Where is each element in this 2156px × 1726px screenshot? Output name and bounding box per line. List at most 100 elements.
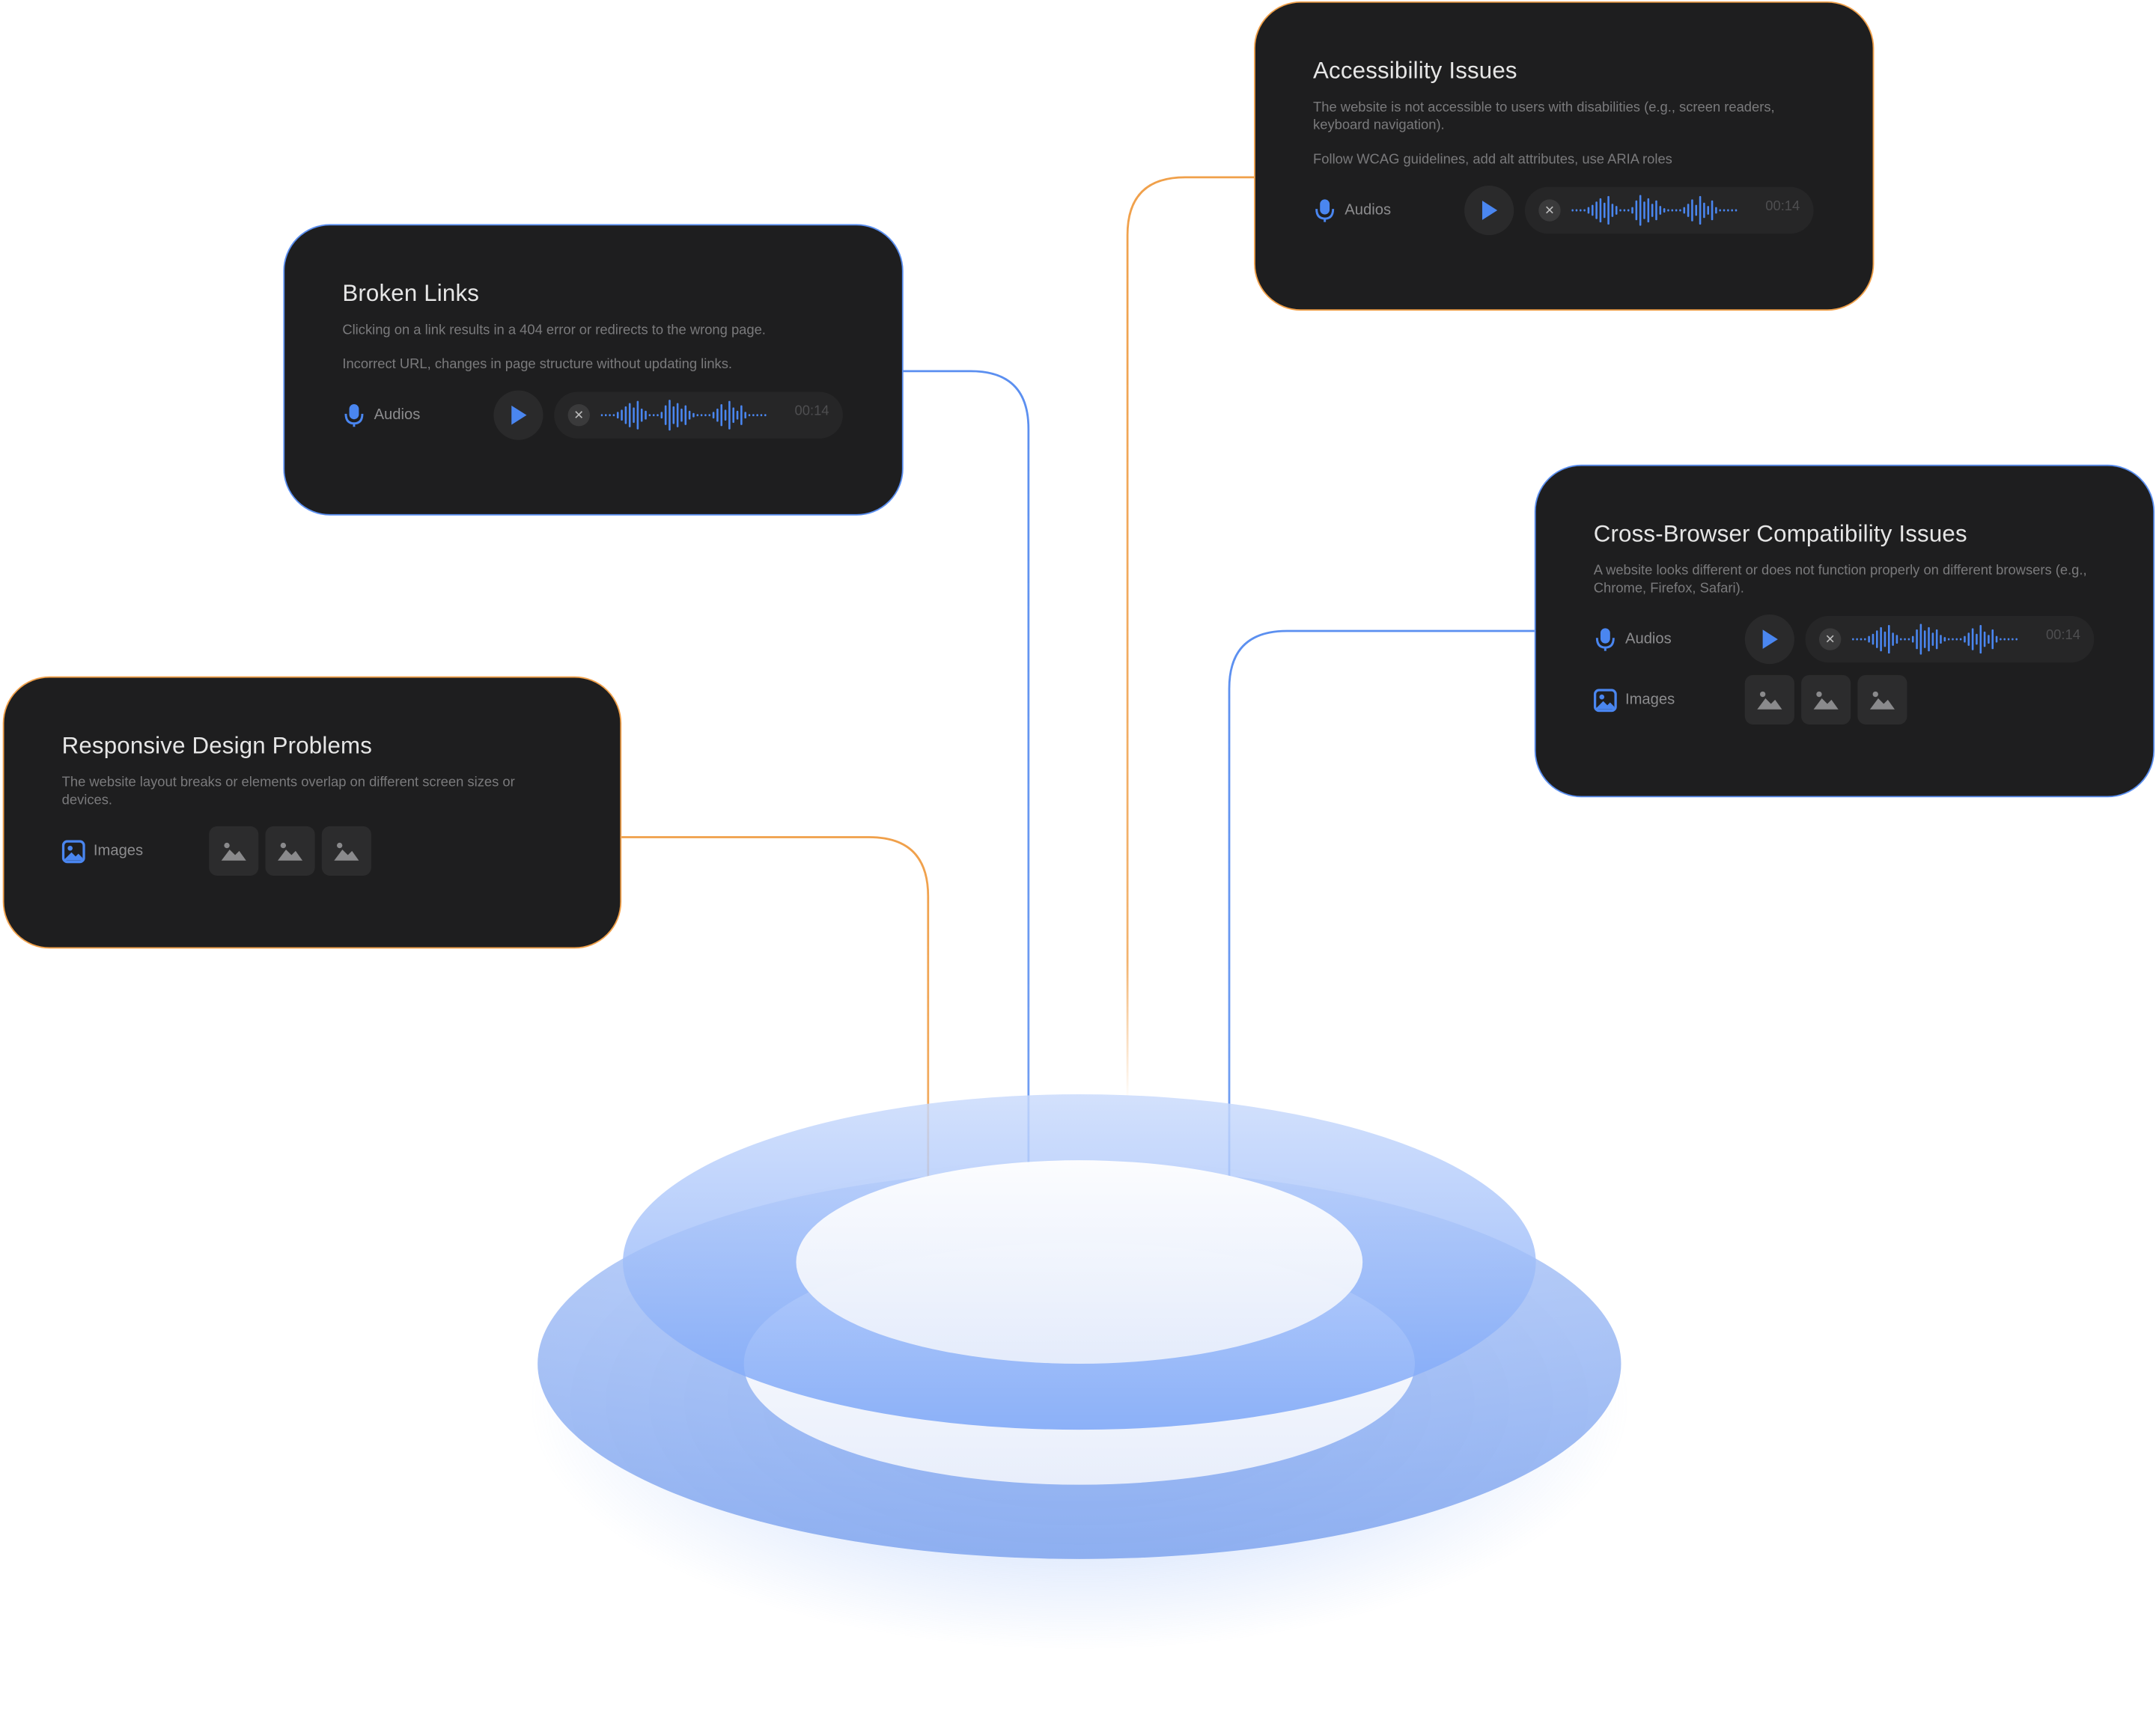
waveform-bar <box>1631 207 1633 214</box>
close-icon[interactable]: ✕ <box>1818 628 1842 650</box>
play-icon <box>1482 201 1498 220</box>
waveform-bar <box>716 408 719 422</box>
audio-player[interactable]: ✕ 00:14 <box>554 391 843 439</box>
play-button[interactable] <box>1744 615 1794 665</box>
audio-player[interactable]: ✕ 00:14 <box>1805 615 2095 663</box>
audio-time: 00:14 <box>1765 198 1800 214</box>
waveform-bar <box>1727 209 1729 212</box>
waveform-bar <box>1988 635 1990 644</box>
waveform-bar <box>1995 635 1998 643</box>
audio-row: Audios ✕ 00:14 <box>342 390 844 440</box>
waveform-bar <box>1935 629 1938 650</box>
waveform-bar <box>1880 626 1882 652</box>
waveform-bar <box>612 414 615 417</box>
waveform-bar <box>1715 207 1717 214</box>
image-thumbnail[interactable] <box>265 826 315 876</box>
card-title: Cross-Browser Compatibility Issues <box>1593 521 1967 548</box>
audio-player[interactable]: ✕ 00:14 <box>1524 186 1814 234</box>
waveform-bar <box>1868 635 1870 643</box>
waveform-bar <box>1591 204 1594 216</box>
images-row: Images <box>61 826 563 876</box>
close-icon[interactable]: ✕ <box>567 403 590 427</box>
waveform-bar <box>1955 638 1958 641</box>
waveform-bar <box>740 405 743 425</box>
waveform-bar <box>657 414 659 417</box>
waveform-bar <box>684 405 687 425</box>
waveform-bar <box>628 403 631 427</box>
microphone-icon <box>342 403 365 427</box>
waveform-bar <box>1947 638 1950 641</box>
waveform-bar <box>645 410 647 420</box>
waveform-bar <box>660 412 663 419</box>
waveform-bar <box>1699 195 1702 225</box>
waveform-bar <box>1976 633 1978 645</box>
waveform-bar <box>1719 209 1721 212</box>
waveform <box>600 400 767 431</box>
waveform-bar <box>708 414 711 417</box>
waveform-bar <box>1580 209 1582 212</box>
waveform-bar <box>1964 635 1966 643</box>
waveform-bar <box>1659 206 1662 215</box>
waveform-bar <box>1916 629 1918 650</box>
image-thumbnail[interactable] <box>1857 674 1907 725</box>
image-thumbnail[interactable] <box>209 826 259 876</box>
play-button[interactable] <box>1464 185 1514 236</box>
image-thumbnail[interactable] <box>1744 674 1794 725</box>
waveform-bar <box>760 414 763 417</box>
waveform-bar <box>676 403 679 427</box>
connector-cross-browser <box>1228 629 1535 1306</box>
waveform-bar <box>1979 624 1982 654</box>
waveform-bar <box>1619 209 1621 212</box>
waveform-bar <box>1683 207 1686 214</box>
waveform-bar <box>752 414 755 417</box>
waveform-bar <box>1919 623 1922 655</box>
microphone-icon <box>1594 627 1617 652</box>
audio-label: Audios <box>1345 201 1392 219</box>
waveform-bar <box>744 412 746 419</box>
waveform-bar <box>2007 638 2010 641</box>
image-thumbnails <box>1744 674 1907 725</box>
card-title: Broken Links <box>342 280 480 307</box>
waveform-bar <box>756 414 758 417</box>
waveform-bar <box>1695 204 1698 216</box>
waveform-bar <box>1635 200 1638 221</box>
waveform-bar <box>1627 209 1630 212</box>
image-placeholder-icon <box>278 842 303 861</box>
waveform-bar <box>1707 206 1710 215</box>
waveform-bar <box>736 410 739 420</box>
waveform-bar <box>2000 638 2002 641</box>
waveform-bar <box>1931 632 1934 646</box>
waveform-bar <box>1651 204 1654 217</box>
waveform-bar <box>1852 638 1854 641</box>
waveform-bar <box>704 414 707 417</box>
waveform-bar <box>1940 635 1942 644</box>
image-thumbnail[interactable] <box>321 826 371 876</box>
card-cross-browser: Cross-Browser Compatibility Issues A web… <box>1534 464 2155 798</box>
waveform-bar <box>748 414 751 417</box>
waveform-bar <box>1671 209 1674 212</box>
card-description: A website looks different or does not fu… <box>1593 564 2087 597</box>
card-solution: Follow WCAG guidelines, add alt attribut… <box>1313 152 1672 168</box>
waveform-bar <box>621 409 623 421</box>
waveform-bar <box>1647 198 1650 223</box>
waveform-bar <box>1663 208 1666 213</box>
waveform-bar <box>669 400 671 431</box>
waveform-bar <box>688 410 691 420</box>
waveform-bar <box>1723 209 1726 212</box>
close-icon[interactable]: ✕ <box>1538 199 1561 222</box>
waveform-bar <box>1603 202 1606 219</box>
waveform-bar <box>1667 209 1669 212</box>
inner-ring-hole <box>796 1160 1363 1364</box>
image-thumbnail[interactable] <box>1801 674 1851 725</box>
image-placeholder-icon <box>221 842 246 861</box>
audio-row: Audios ✕ 00:14 <box>1594 615 2095 665</box>
play-button[interactable] <box>493 390 543 440</box>
waveform-bar <box>1583 209 1586 212</box>
waveform-bar <box>1860 638 1863 641</box>
connector-broken-links <box>901 370 1030 1375</box>
waveform-bar <box>1952 638 1954 641</box>
waveform-bar <box>1675 209 1678 212</box>
waveform-bar <box>712 412 715 419</box>
waveform-bar <box>764 414 767 417</box>
